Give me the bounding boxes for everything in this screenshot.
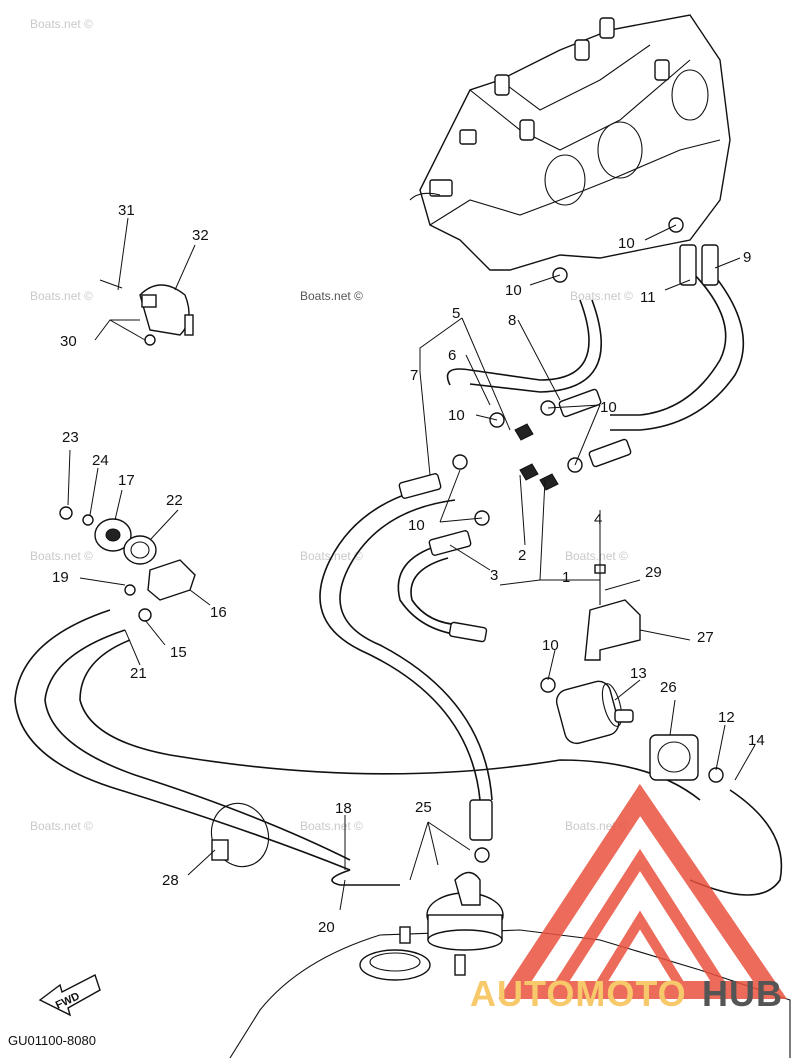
leader-lines (67, 217, 756, 911)
callout-10: 10 (618, 235, 635, 252)
callout-32: 32 (192, 227, 209, 244)
callout-29: 29 (645, 564, 662, 581)
callout-1: 1 (562, 569, 570, 586)
bracket-assembly (99, 279, 194, 346)
watermark: Boats.net © (300, 289, 363, 303)
bracket-27 (584, 564, 641, 661)
callout-12: 12 (718, 709, 735, 726)
engine-block (409, 14, 731, 271)
watermark: Boats.net © (30, 17, 93, 31)
automotohub-logo (498, 783, 788, 999)
callouts: 1 2 3 4 5 6 7 8 9 10 10 10 10 10 10 10 1… (52, 202, 765, 936)
watermark: Boats.net © (570, 289, 633, 303)
callout-11: 11 (640, 289, 656, 306)
fuel-tank (229, 871, 791, 1058)
fuel-filter-13 (555, 680, 634, 745)
callout-14: 14 (748, 732, 765, 749)
callout-27: 27 (697, 629, 714, 646)
watermark: Boats.net © (300, 819, 363, 833)
callout-10: 10 (600, 399, 617, 416)
callout-15: 15 (170, 644, 187, 661)
brand-part1: AUTOMOTO (470, 973, 687, 1014)
callout-6: 6 (448, 347, 456, 364)
callout-17: 17 (118, 472, 135, 489)
joints-and-clamps (398, 217, 724, 863)
callout-18: 18 (335, 800, 352, 817)
brand-wordmark: AUTOMOTO HUB (470, 973, 783, 1014)
watermark: Boats.net © (565, 549, 628, 563)
fwd-arrow: FWD (38, 974, 101, 1017)
filter-assembly (59, 506, 196, 622)
callout-26: 26 (660, 679, 677, 696)
callout-10: 10 (448, 407, 465, 424)
callout-20: 20 (318, 919, 335, 936)
callout-25: 25 (415, 799, 432, 816)
callout-30: 30 (60, 333, 77, 350)
callout-4: 4 (594, 511, 602, 528)
callout-31: 31 (118, 202, 135, 219)
diagram-code: GU01100-8080 (8, 1033, 96, 1048)
callout-22: 22 (166, 492, 183, 509)
callout-10: 10 (542, 637, 559, 654)
callout-3: 3 (490, 567, 498, 584)
callout-16: 16 (210, 604, 227, 621)
watermark: Boats.net © (30, 289, 93, 303)
callout-21: 21 (130, 665, 147, 682)
callout-28: 28 (162, 872, 179, 889)
callout-2: 2 (518, 547, 526, 564)
brand-part2: HUB (702, 973, 783, 1014)
callout-19: 19 (52, 569, 69, 586)
callout-13: 13 (630, 665, 647, 682)
callout-23: 23 (62, 429, 79, 446)
watermark: Boats.net © (30, 819, 93, 833)
callout-24: 24 (92, 452, 109, 469)
callout-9: 9 (743, 249, 751, 266)
callout-8: 8 (508, 312, 516, 329)
fuel-hoses (14, 269, 783, 896)
callout-7: 7 (410, 367, 418, 384)
holder-26 (649, 734, 699, 781)
band-28 (210, 802, 270, 868)
callout-5: 5 (452, 305, 460, 322)
callout-10: 10 (408, 517, 425, 534)
callout-10: 10 (505, 282, 522, 299)
watermark: Boats.net © (30, 549, 93, 563)
